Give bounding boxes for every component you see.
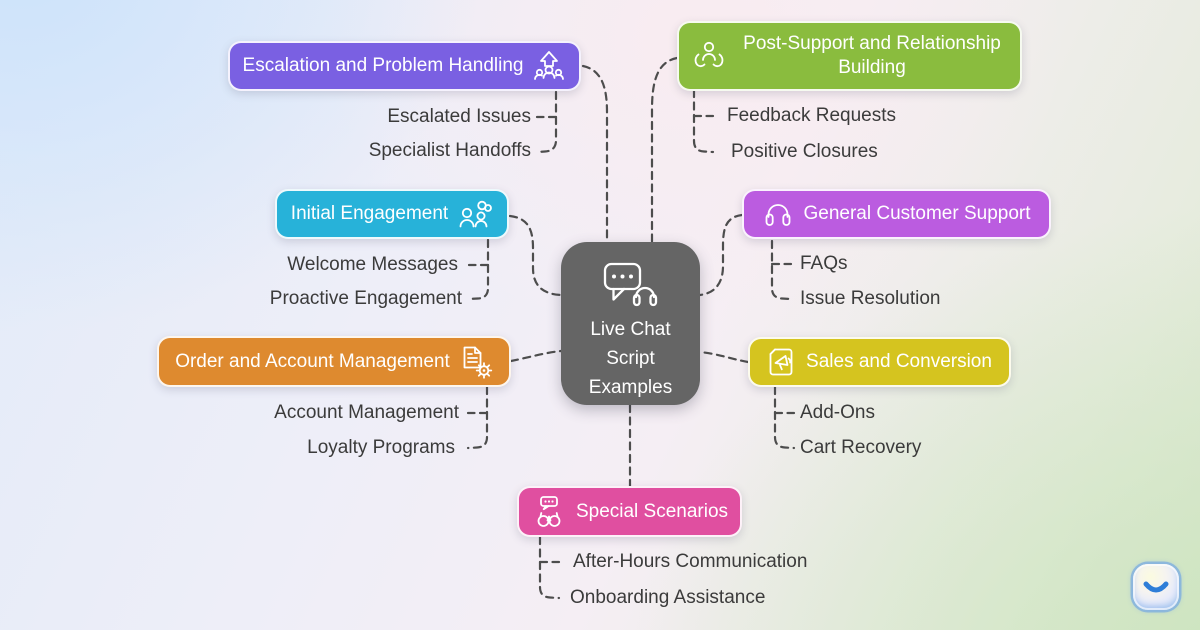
spine-general (770, 239, 793, 301)
node-special-scenarios: Special Scenarios (517, 486, 742, 537)
subtopic-feedback-requests: Feedback Requests (727, 105, 896, 126)
escalation-team-icon (532, 50, 566, 82)
subtopic-specialist-handoffs: Specialist Handoffs (368, 140, 531, 161)
spine-order (466, 385, 489, 450)
subtopic-after-hours-communication: After-Hours Communication (573, 551, 808, 572)
node-initial-engagement: Initial Engagement (275, 189, 509, 239)
connector-center-sales (698, 350, 750, 364)
subtopic-welcome-messages: Welcome Messages (287, 254, 458, 275)
connector-center-initial (508, 214, 563, 297)
node-initial-engagement-label: Initial Engagement (290, 203, 449, 224)
node-escalation: Escalation and Problem Handling (228, 41, 581, 91)
spine-initial (467, 238, 490, 301)
spine-special (538, 535, 561, 600)
document-gear-icon (459, 345, 493, 379)
subtopic-onboarding-assistance: Onboarding Assistance (570, 587, 766, 608)
node-special-scenarios-label: Special Scenarios (575, 500, 729, 522)
subtopic-escalated-issues: Escalated Issues (387, 106, 531, 127)
subtopic-faqs: FAQs (800, 253, 848, 274)
megaphone-page-icon (767, 346, 797, 378)
subtopic-account-management: Account Management (274, 402, 459, 423)
node-post-support: Post-Support and Relationship Building (677, 21, 1022, 91)
people-conversation-icon (457, 199, 493, 230)
headset-icon (762, 199, 794, 229)
spine-post-support (692, 88, 715, 154)
node-escalation-label: Escalation and Problem Handling (242, 55, 524, 76)
binoculars-chat-icon (531, 495, 567, 529)
subtopic-loyalty-programs: Loyalty Programs (307, 437, 455, 458)
connector-center-general (698, 213, 744, 297)
care-hands-icon (691, 39, 727, 73)
subtopic-positive-closures: Positive Closures (731, 141, 878, 162)
node-order-account-label: Order and Account Management (175, 350, 450, 372)
central-node: Live Chat Script Examples (561, 242, 700, 405)
spine-sales (773, 385, 796, 450)
subtopic-proactive-engagement: Proactive Engagement (269, 288, 462, 309)
spine-escalation (535, 90, 558, 154)
connector-center-post-support (650, 56, 679, 244)
node-general-support-label: General Customer Support (803, 203, 1031, 224)
node-sales-conversion-label: Sales and Conversion (806, 351, 992, 372)
subtopic-add-ons: Add-Ons (800, 402, 875, 423)
subtopic-cart-recovery: Cart Recovery (800, 437, 922, 458)
subtopic-issue-resolution: Issue Resolution (800, 288, 941, 309)
chat-headset-icon (602, 261, 660, 308)
connector-center-escalation (581, 64, 609, 244)
node-general-support: General Customer Support (742, 189, 1051, 239)
central-node-label: Live Chat Script Examples (588, 319, 673, 398)
smile-logo (1133, 564, 1179, 610)
connector-center-order (509, 349, 563, 363)
node-sales-conversion: Sales and Conversion (748, 337, 1011, 387)
node-post-support-label: Post-Support and Relationship Building (743, 33, 1001, 78)
smile-icon (1143, 581, 1169, 593)
node-order-account: Order and Account Management (157, 336, 511, 387)
